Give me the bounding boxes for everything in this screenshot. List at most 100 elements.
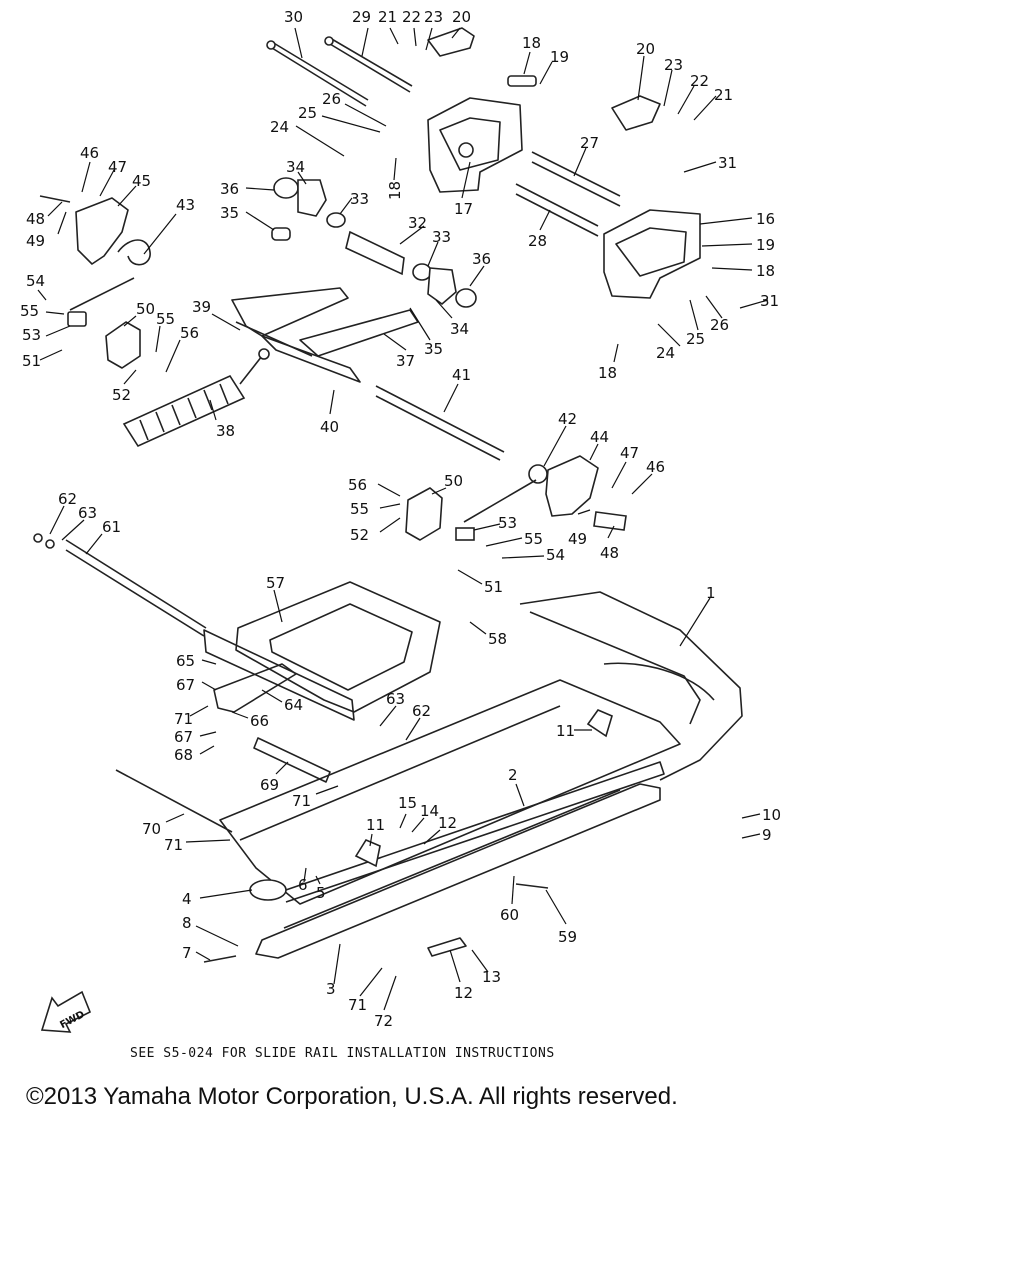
bracket-44 — [463, 455, 599, 523]
callout-42: 42 — [558, 410, 577, 428]
callout-51: 51 — [22, 352, 41, 370]
callout-54: 54 — [26, 272, 45, 290]
callout-53: 53 — [22, 326, 41, 344]
bolt-59 — [515, 883, 549, 889]
callout-67: 67 — [174, 728, 193, 746]
callout-37: 37 — [396, 352, 415, 370]
callout-50: 50 — [444, 472, 463, 490]
callout-63: 63 — [78, 504, 97, 522]
arm-64 — [213, 663, 297, 713]
rod-70 — [115, 769, 233, 833]
shaft-32 — [345, 230, 477, 308]
callout-22: 22 — [402, 8, 421, 26]
callout-48: 48 — [26, 210, 45, 228]
callout-71: 71 — [164, 836, 183, 854]
bracket-45-43 — [39, 195, 151, 266]
callout-50: 50 — [136, 300, 155, 318]
callout-59: 59 — [558, 928, 577, 946]
callout-1: 1 — [706, 584, 716, 602]
callout-45: 45 — [132, 172, 151, 190]
callout-58: 58 — [488, 630, 507, 648]
callout-72: 72 — [374, 1012, 393, 1030]
callout-29: 29 — [352, 8, 371, 26]
callout-55: 55 — [350, 500, 369, 518]
track-1 — [519, 591, 743, 781]
callout-47: 47 — [620, 444, 639, 462]
callout-47: 47 — [108, 158, 127, 176]
callout-26: 26 — [322, 90, 341, 108]
callout-15: 15 — [398, 794, 417, 812]
fwd-arrow-icon: FWD — [40, 990, 92, 1033]
arm-20-left — [427, 27, 475, 57]
callout-49: 49 — [568, 530, 587, 548]
callout-38: 38 — [216, 422, 235, 440]
callout-4: 4 — [182, 890, 192, 908]
callout-46: 46 — [646, 458, 665, 476]
block-11-left — [354, 838, 381, 868]
callout-49: 49 — [26, 232, 45, 250]
callout-20: 20 — [636, 40, 655, 58]
callout-33: 33 — [432, 228, 451, 246]
callout-53: 53 — [498, 514, 517, 532]
callout-18: 18 — [386, 181, 404, 200]
bracket-17 — [427, 97, 523, 193]
callout-20: 20 — [452, 8, 471, 26]
callout-21: 21 — [714, 86, 733, 104]
callout-36: 36 — [472, 250, 491, 268]
callout-31: 31 — [760, 292, 779, 310]
callout-70: 70 — [142, 820, 161, 838]
callout-30: 30 — [284, 8, 303, 26]
callout-19: 19 — [756, 236, 775, 254]
callout-6: 6 — [298, 876, 308, 894]
callout-25: 25 — [298, 104, 317, 122]
slide-rail-2 — [219, 679, 681, 905]
callout-56: 56 — [348, 476, 367, 494]
shock-absorber-38 — [122, 348, 270, 448]
callout-61: 61 — [102, 518, 121, 536]
callout-68: 68 — [174, 746, 193, 764]
frame-57 — [203, 581, 441, 721]
installation-note: SEE S5-024 FOR SLIDE RAIL INSTALLATION I… — [130, 1046, 555, 1061]
callout-71: 71 — [174, 710, 193, 728]
callout-23: 23 — [664, 56, 683, 74]
callout-57: 57 — [266, 574, 285, 592]
callout-31: 31 — [718, 154, 737, 172]
callout-52: 52 — [350, 526, 369, 544]
callout-67: 67 — [176, 676, 195, 694]
callout-52: 52 — [112, 386, 131, 404]
callout-34: 34 — [286, 158, 305, 176]
callout-18: 18 — [756, 262, 775, 280]
callout-34: 34 — [450, 320, 469, 338]
callout-60: 60 — [500, 906, 519, 924]
callout-25: 25 — [686, 330, 705, 348]
callout-7: 7 — [182, 944, 192, 962]
callout-35: 35 — [424, 340, 443, 358]
bracket-16 — [603, 209, 701, 299]
callout-3: 3 — [326, 980, 336, 998]
callout-64: 64 — [284, 696, 303, 714]
callout-11: 11 — [366, 816, 385, 834]
callout-39: 39 — [192, 298, 211, 316]
callout-65: 65 — [176, 652, 195, 670]
rod-41 — [375, 385, 505, 461]
callout-55: 55 — [524, 530, 543, 548]
callout-27: 27 — [580, 134, 599, 152]
callout-43: 43 — [176, 196, 195, 214]
callout-17: 17 — [454, 200, 473, 218]
callout-18: 18 — [598, 364, 617, 382]
pin-48 — [593, 511, 627, 531]
callout-14: 14 — [420, 802, 439, 820]
bolt-18-19 — [507, 75, 537, 87]
callout-18: 18 — [522, 34, 541, 52]
callout-62: 62 — [58, 490, 77, 508]
callout-16: 16 — [756, 210, 775, 228]
callout-35: 35 — [220, 204, 239, 222]
block-53 — [455, 527, 475, 541]
block-50 — [105, 321, 141, 369]
swing-arm-37 — [231, 287, 419, 383]
callout-10: 10 — [762, 806, 781, 824]
leader-lines — [37, 27, 769, 1011]
callout-21: 21 — [378, 8, 397, 26]
callout-24: 24 — [270, 118, 289, 136]
callout-40: 40 — [320, 418, 339, 436]
